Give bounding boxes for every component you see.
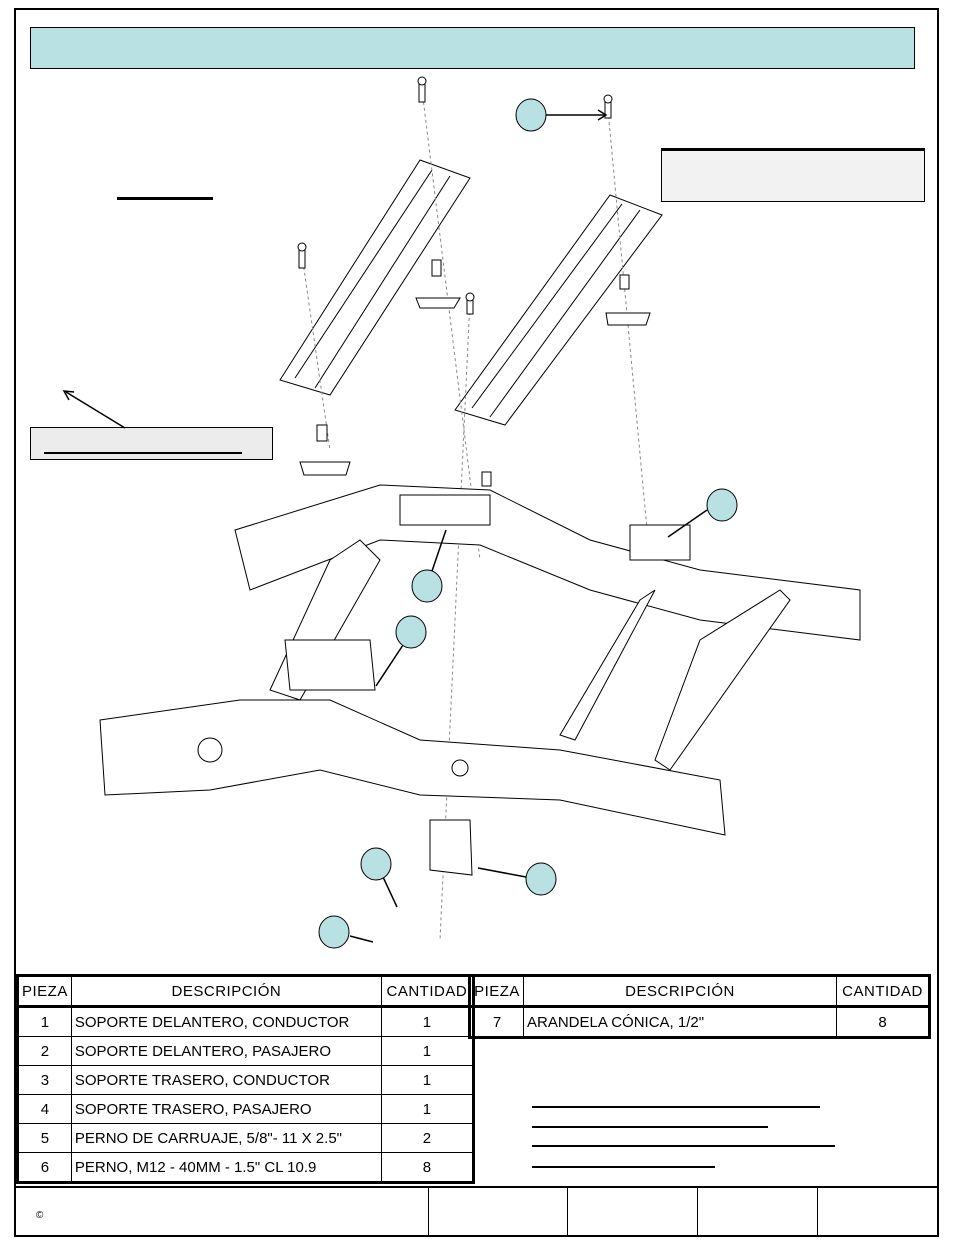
signature-line [532,1145,835,1147]
part-quantity: 1 [380,1065,474,1095]
bolts [297,76,651,487]
exploded-frame-diagram [62,76,861,949]
part-quantity: 1 [380,1036,474,1066]
label-box [30,427,273,460]
callout-circle [395,615,427,649]
col-header-cantidad: CANTIDAD [380,975,474,1008]
part-description: SOPORTE TRASERO, CONDUCTOR [70,1065,382,1095]
callouts [318,98,738,949]
callout-circle [525,862,557,896]
part-description: SOPORTE TRASERO, PASAJERO [70,1094,382,1124]
callout-circle [318,915,350,949]
part-description: SOPORTE DELANTERO, CONDUCTOR [70,1006,382,1037]
part-number: 1 [17,1006,72,1037]
part-number: 6 [17,1152,72,1183]
part-quantity: 2 [380,1123,474,1153]
part-number: 3 [17,1065,72,1095]
part-number: 7 [469,1006,524,1038]
part-description: PERNO DE CARRUAJE, 5/8"- 11 X 2.5" [70,1123,382,1153]
vehicle-frame [99,484,861,876]
col-header-descripcion: DESCRIPCIÓN [70,975,382,1008]
col-header-pieza: PIEZA [17,975,72,1008]
col-header-cantidad: CANTIDAD [836,975,930,1008]
signature-line [532,1126,768,1128]
part-quantity: 8 [380,1152,474,1183]
part-number: 2 [17,1036,72,1066]
part-description: PERNO, M12 - 40MM - 1.5" CL 10.9 [70,1152,382,1183]
copyright: © [36,1210,44,1221]
part-description: SOPORTE DELANTERO, PASAJERO [70,1036,382,1066]
title-bar [30,27,915,69]
col-header-pieza: PIEZA [469,975,524,1008]
callout-circle [360,847,392,881]
part-number: 4 [17,1094,72,1124]
part-quantity: 1 [380,1094,474,1124]
sheet-border [14,8,939,1237]
part-description: ARANDELA CÓNICA, 1/2" [523,1006,837,1038]
title-block: © [16,1186,937,1235]
callout-circle [706,488,738,522]
part-quantity: 8 [836,1006,930,1038]
part-number: 5 [17,1123,72,1153]
col-header-descripcion: DESCRIPCIÓN [523,975,837,1008]
leader-arrows [62,109,708,943]
part-quantity: 1 [380,1006,474,1037]
signature-line [532,1166,715,1168]
rail-right [454,194,663,426]
callout-circle [411,569,443,603]
rail-left [279,159,471,396]
note-box [661,148,925,202]
signature-line [532,1106,820,1108]
callout-circle [515,98,547,132]
underline [117,197,213,200]
